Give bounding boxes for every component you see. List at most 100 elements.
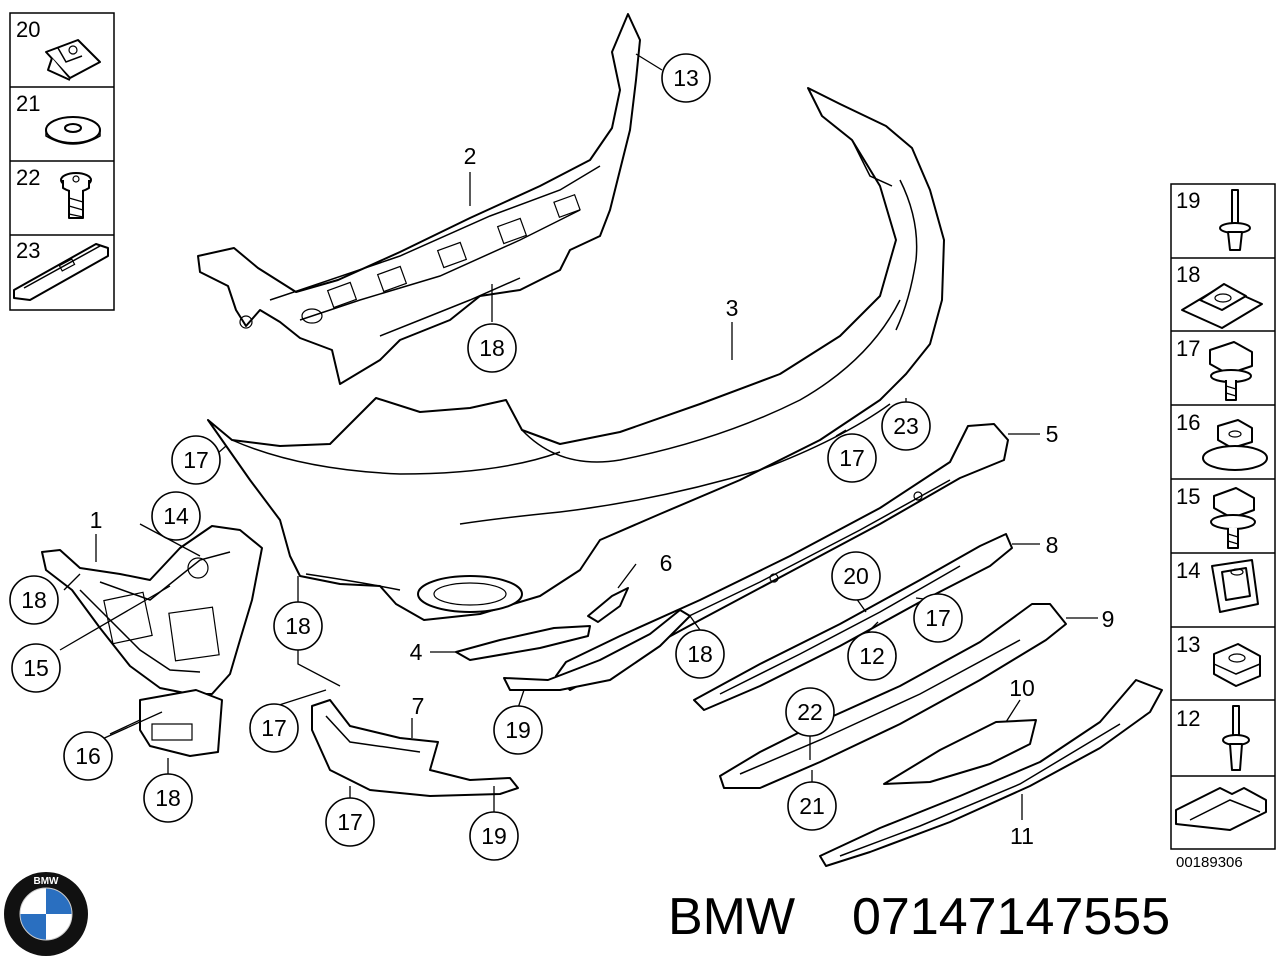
callout-19-bottom: 19	[469, 811, 519, 861]
callout-21-label: 21	[799, 793, 825, 819]
callout-12-label: 12	[859, 643, 885, 669]
collar-nut-icon	[1202, 419, 1268, 471]
washer-icon	[45, 116, 101, 145]
corner-panel	[311, 699, 519, 797]
footer-caption: BMW 07147147555	[668, 888, 1170, 946]
part-label-10: 10	[1009, 675, 1035, 701]
callout-14-label: 14	[163, 503, 189, 529]
inset-label-22: 22	[16, 165, 40, 190]
callout-18-bottom-left: 18	[143, 773, 193, 823]
inset-label-17: 17	[1176, 336, 1200, 361]
callout-17-mid-label: 17	[261, 715, 287, 741]
footer-part-number: 07147147555	[852, 888, 1170, 946]
callout-13: 13	[661, 53, 711, 103]
callout-20: 20	[831, 551, 881, 601]
diagram-reference: 00189306	[1176, 854, 1243, 871]
callout-17-a-label: 17	[183, 447, 209, 473]
callout-23: 23	[881, 401, 931, 451]
footer-brand: BMW	[668, 888, 795, 946]
panel-10	[883, 719, 1037, 785]
callout-16-label: 16	[75, 743, 101, 769]
lower-guide-9	[719, 603, 1067, 789]
callout-18-right: 18	[675, 629, 725, 679]
callouts: 13 18 17 23 17 14 18 15	[9, 53, 963, 861]
inset-label-16: 16	[1176, 410, 1200, 435]
side-bracket	[41, 525, 263, 757]
clip-nut-icon	[1181, 283, 1263, 329]
part-label-8: 8	[1046, 532, 1059, 558]
bumper-carrier	[197, 13, 641, 385]
inset-label-15: 15	[1176, 484, 1200, 509]
guide-strip-icon	[13, 243, 109, 301]
diffuser-bar	[693, 533, 1013, 711]
callout-18-top-label: 18	[479, 335, 505, 361]
spring-clip-icon	[45, 39, 101, 81]
inset-label-19: 19	[1176, 188, 1200, 213]
callout-17-a: 17	[171, 435, 221, 485]
callout-18-bottom-left-label: 18	[155, 785, 181, 811]
inset-label-23: 23	[16, 238, 40, 263]
logo-quadrant-bl	[20, 914, 46, 940]
callout-20-label: 20	[843, 563, 869, 589]
part-label-2: 2	[464, 143, 477, 169]
blind-rivet-icon	[1222, 705, 1250, 771]
callout-21: 21	[787, 781, 837, 831]
callout-17-bottom: 17	[325, 797, 375, 847]
callout-18-top: 18	[467, 323, 517, 373]
part-label-11: 11	[1010, 823, 1034, 849]
callout-12: 12	[847, 631, 897, 681]
inset-label-13: 13	[1176, 632, 1200, 657]
callout-17-mid: 17	[249, 703, 299, 753]
logo-quadrant-tr	[46, 888, 72, 914]
callout-16: 16	[63, 731, 113, 781]
inset-label-18: 18	[1176, 262, 1200, 287]
bumper-cover	[207, 87, 945, 621]
inset-label-21: 21	[16, 91, 40, 116]
callout-23-label: 23	[893, 413, 919, 439]
callout-22: 22	[785, 687, 835, 737]
bracket-arrow-icon	[1175, 787, 1267, 831]
callout-13-label: 13	[673, 65, 699, 91]
part-label-1: 1	[90, 507, 103, 533]
part-label-9: 9	[1102, 606, 1115, 632]
callout-18-left: 18	[9, 575, 59, 625]
part-label-3: 3	[726, 295, 739, 321]
callout-19-mid-label: 19	[505, 717, 531, 743]
callout-14: 14	[151, 491, 201, 541]
callout-19-bottom-label: 19	[481, 823, 507, 849]
callout-17-b: 17	[827, 433, 877, 483]
callout-18-left-label: 18	[21, 587, 47, 613]
spring-nut-icon	[1211, 559, 1259, 613]
bmw-logo: BMW	[4, 872, 88, 956]
lower-guide-11	[819, 679, 1163, 867]
callout-17-right: 17	[913, 593, 963, 643]
callout-17-right-label: 17	[925, 605, 951, 631]
right-inset-panel: 19 18 17 16 15 14 13 12	[1170, 183, 1276, 850]
part-labels: 2 3 5 1 6 8 4 9 7 10 11	[90, 143, 1115, 849]
callout-18-mid: 18	[273, 601, 323, 651]
left-inset-panel: 20 21 22 23	[9, 12, 115, 311]
part-label-4: 4	[410, 639, 423, 665]
trim-molding	[455, 625, 591, 661]
callout-15-label: 15	[23, 655, 49, 681]
reflector	[587, 587, 629, 623]
callout-19-mid: 19	[493, 705, 543, 755]
logo-letters: BMW	[34, 876, 60, 887]
hex-screw-icon	[1210, 487, 1256, 549]
part-label-6: 6	[660, 550, 673, 576]
callout-15: 15	[11, 643, 61, 693]
callout-18-mid-label: 18	[285, 613, 311, 639]
collar-screw-icon	[60, 172, 92, 219]
inset-label-12: 12	[1176, 706, 1200, 731]
part-label-5: 5	[1046, 421, 1059, 447]
inset-label-14: 14	[1176, 558, 1200, 583]
callout-22-label: 22	[797, 699, 823, 725]
callout-17-b-label: 17	[839, 445, 865, 471]
expanding-rivet-icon	[1219, 189, 1251, 251]
inset-label-20: 20	[16, 17, 40, 42]
hex-nut-icon	[1213, 643, 1261, 687]
callout-18-right-label: 18	[687, 641, 713, 667]
part-label-7: 7	[412, 693, 425, 719]
callout-17-bottom-label: 17	[337, 809, 363, 835]
